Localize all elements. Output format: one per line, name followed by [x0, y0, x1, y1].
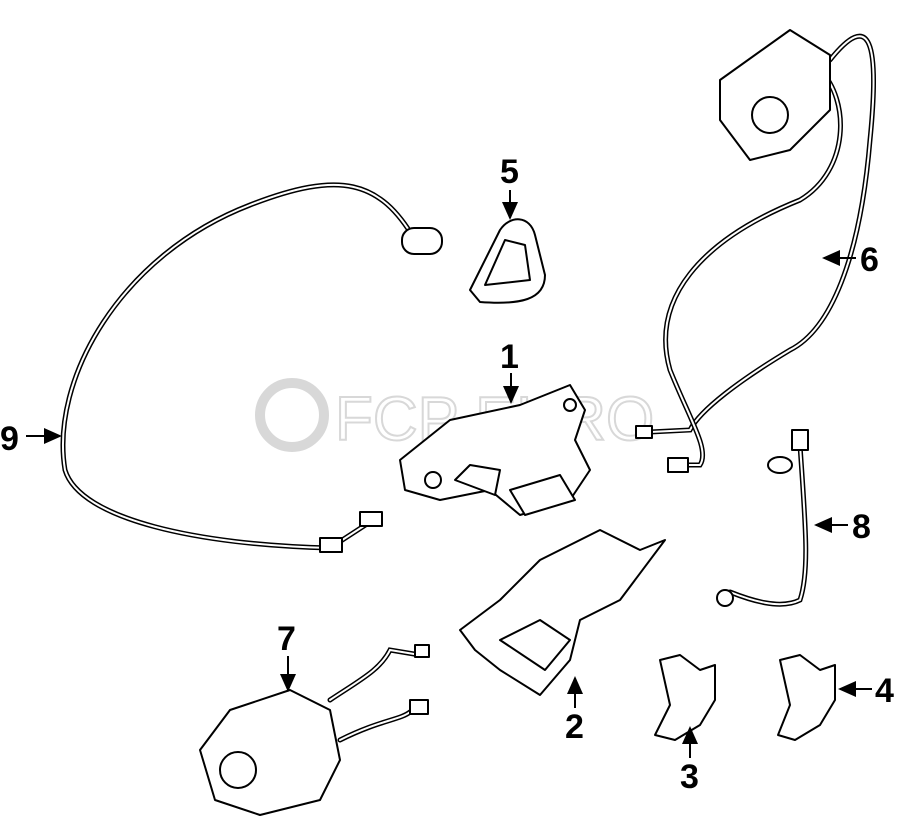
part-6-motor [635, 29, 877, 473]
callout-9: 9 [0, 420, 62, 458]
part-9-cable [60, 182, 443, 553]
callout-7: 7 [277, 620, 296, 692]
callout-label-4: 4 [875, 672, 894, 710]
callout-2: 2 [565, 676, 584, 746]
callout-4: 4 [838, 672, 894, 710]
callout-label-3: 3 [680, 758, 699, 796]
callout-label-2: 2 [565, 708, 584, 746]
part-7-motor [199, 644, 430, 816]
part-3-striker [654, 654, 716, 741]
part-2-bracket [459, 529, 666, 696]
callout-label-5: 5 [500, 153, 519, 191]
callout-label-8: 8 [852, 508, 871, 546]
part-4-striker [777, 654, 836, 741]
callout-5: 5 [500, 153, 519, 220]
callout-label-6: 6 [860, 241, 879, 279]
callout-label-9: 9 [0, 420, 19, 458]
callout-label-1: 1 [500, 338, 519, 376]
part-1-actuator [399, 384, 591, 516]
callout-3: 3 [680, 726, 699, 796]
callout-6: 6 [822, 241, 879, 279]
callout-label-7: 7 [277, 620, 296, 658]
part-8-sensor [716, 429, 809, 607]
callout-1: 1 [500, 338, 519, 404]
callout-8: 8 [814, 508, 871, 546]
part-5-bezel [469, 218, 546, 304]
